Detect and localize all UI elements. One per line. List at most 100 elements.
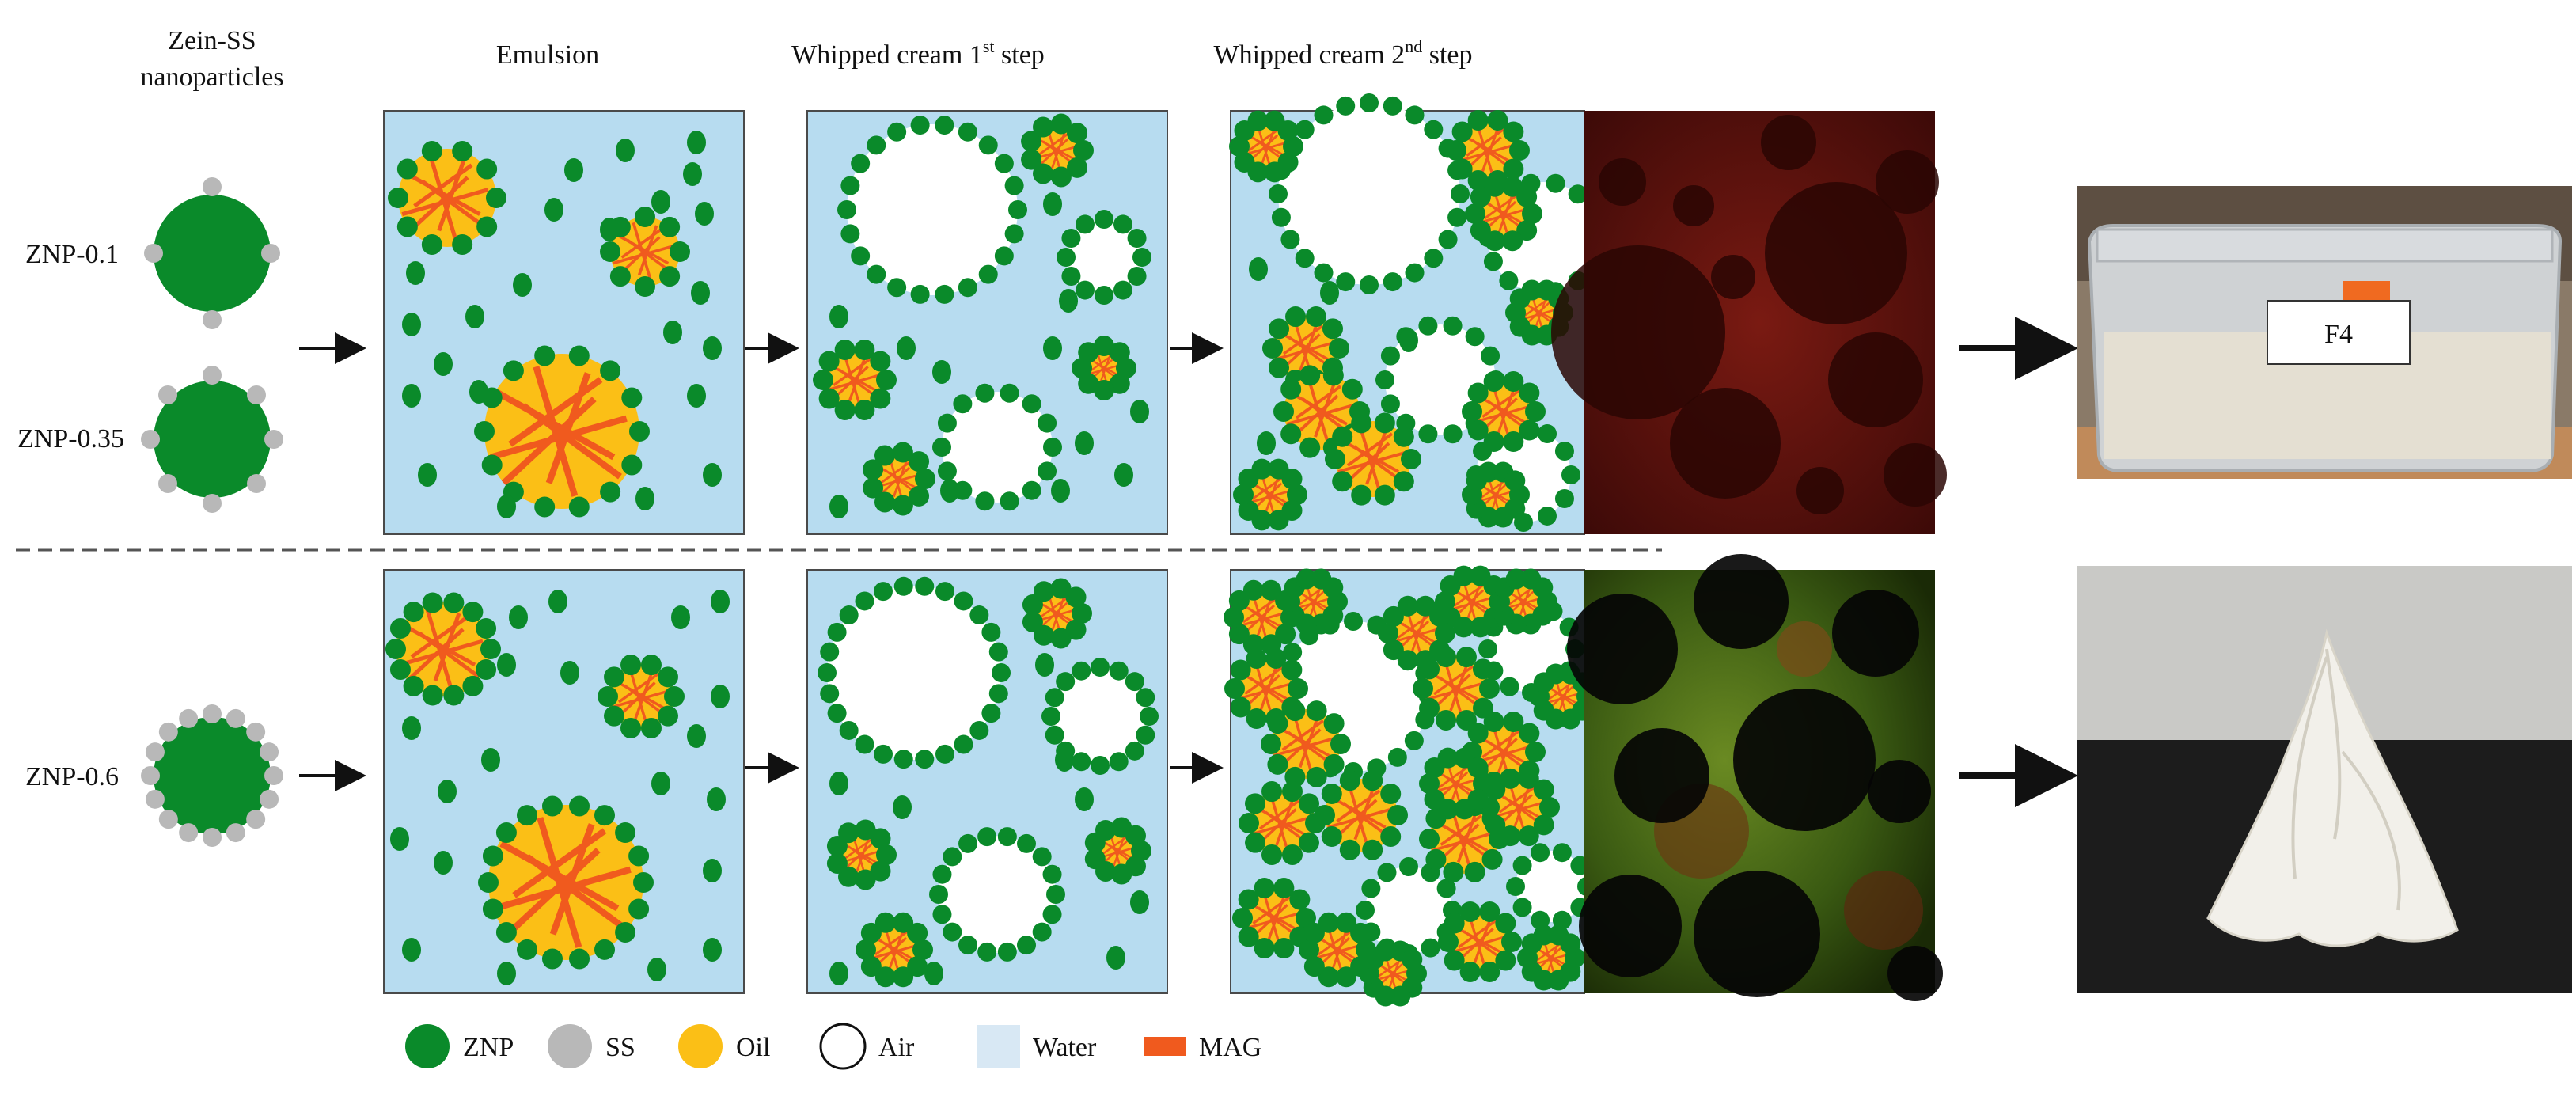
znp-particle (1051, 479, 1070, 503)
panel-emulsion-top (383, 110, 745, 535)
znp-particle (1322, 577, 1344, 598)
znp-particle (1459, 962, 1481, 983)
znp-particle (482, 898, 503, 920)
znp-particle (422, 592, 443, 613)
znp-particle (687, 131, 706, 154)
znp-particle (513, 273, 532, 297)
ss-particle (203, 828, 222, 847)
znp-particle (402, 313, 421, 336)
znp-particle (870, 351, 891, 372)
pore (1876, 150, 1939, 214)
legend-swatch-air (819, 1023, 867, 1070)
header-nanoparticles-line1: Zein-SS (168, 26, 256, 55)
znp-particle (1067, 157, 1088, 178)
znp-particle (1538, 424, 1557, 444)
air-bubble (1516, 851, 1587, 922)
znp-particle (1350, 922, 1371, 943)
label-znp-0-1: ZNP-0.1 (25, 240, 119, 269)
znp-particle (978, 264, 998, 284)
pore (1884, 443, 1947, 507)
znp-particle (452, 141, 473, 162)
znp-particle (1094, 336, 1114, 356)
znp-particle (1140, 707, 1159, 726)
photo-whipped-cream-peak (2077, 566, 2572, 993)
znp-particle (406, 261, 425, 285)
znp-particle (860, 956, 882, 977)
znp-particle (635, 487, 654, 510)
header-nanoparticles-line2: nanoparticles (140, 63, 283, 92)
patch (1777, 621, 1832, 677)
znp-particle (929, 885, 948, 904)
znp-particle (1374, 412, 1395, 434)
znp-particle (838, 822, 859, 844)
znp-particle (856, 939, 876, 960)
znp-particle (915, 750, 935, 769)
air-bubble (1278, 103, 1460, 285)
micrograph-top (1551, 111, 1947, 534)
znp-particle (940, 479, 959, 503)
znp-particle (1091, 756, 1110, 775)
znp-particle (1518, 768, 1539, 789)
znp-particle (1444, 950, 1465, 971)
znp-particle (1254, 877, 1275, 898)
znp-particle (1224, 678, 1245, 699)
znp-particle (1495, 950, 1516, 971)
znp-particle (958, 278, 977, 298)
znp-particle (1283, 643, 1303, 662)
znp-particle (876, 844, 897, 865)
znp-particle (1281, 469, 1303, 490)
znp-particle (1383, 272, 1402, 292)
znp-particle (402, 938, 421, 962)
znp-particle (1306, 700, 1327, 722)
znp-particle (1470, 186, 1491, 207)
photo-label-f4: F4 (2324, 320, 2353, 349)
znp-particle (1322, 365, 1344, 386)
znp-particle (1057, 248, 1076, 267)
photo-label-box (2267, 300, 2411, 365)
znp-particle (1043, 192, 1062, 216)
znp-particle (480, 639, 501, 659)
znp-particle (1533, 814, 1554, 836)
znp-particle (1419, 773, 1440, 794)
znp-particle (476, 216, 498, 237)
pore (1887, 946, 1943, 1001)
znp-particle (1273, 877, 1295, 898)
znp-particle (1533, 924, 1554, 946)
znp-particle (1380, 394, 1400, 414)
znp-particle (503, 360, 524, 381)
znp-particle (1050, 113, 1072, 135)
znp-particle (997, 827, 1017, 847)
znp-particle (1043, 438, 1062, 457)
znp-particle (873, 582, 893, 602)
znp-particle (1356, 901, 1375, 920)
znp-particle (687, 384, 706, 408)
znp-particle (534, 345, 556, 366)
znp-particle (860, 922, 882, 943)
znp-particle (873, 744, 893, 764)
znp-particle (935, 744, 955, 764)
znp-particle (978, 135, 998, 155)
znp-particle (1238, 889, 1259, 910)
znp-particle (1467, 109, 1489, 131)
znp-particle (969, 605, 989, 625)
znp-particle (977, 942, 997, 962)
znp-particle (1056, 672, 1076, 692)
znp-particle (1443, 316, 1463, 336)
znp-particle (863, 477, 884, 499)
ss-particle (260, 789, 279, 809)
znp-particle (932, 438, 951, 457)
pore (1711, 255, 1755, 299)
znp-particle (1045, 688, 1064, 708)
znp-particle (1479, 901, 1500, 922)
ss-particle (260, 742, 279, 762)
znp-particle (870, 860, 891, 882)
znp-particle (1229, 136, 1250, 157)
header-whipped-cream-2: Whipped cream 2nd step (1214, 36, 1473, 70)
znp-particle (1330, 734, 1351, 754)
znp-particle (1130, 890, 1149, 914)
znp-particle (1267, 713, 1288, 734)
znp-particle (1021, 149, 1042, 170)
znp-particle (1478, 461, 1499, 483)
znp-particle (1022, 611, 1043, 632)
znp-particle (1033, 116, 1053, 138)
